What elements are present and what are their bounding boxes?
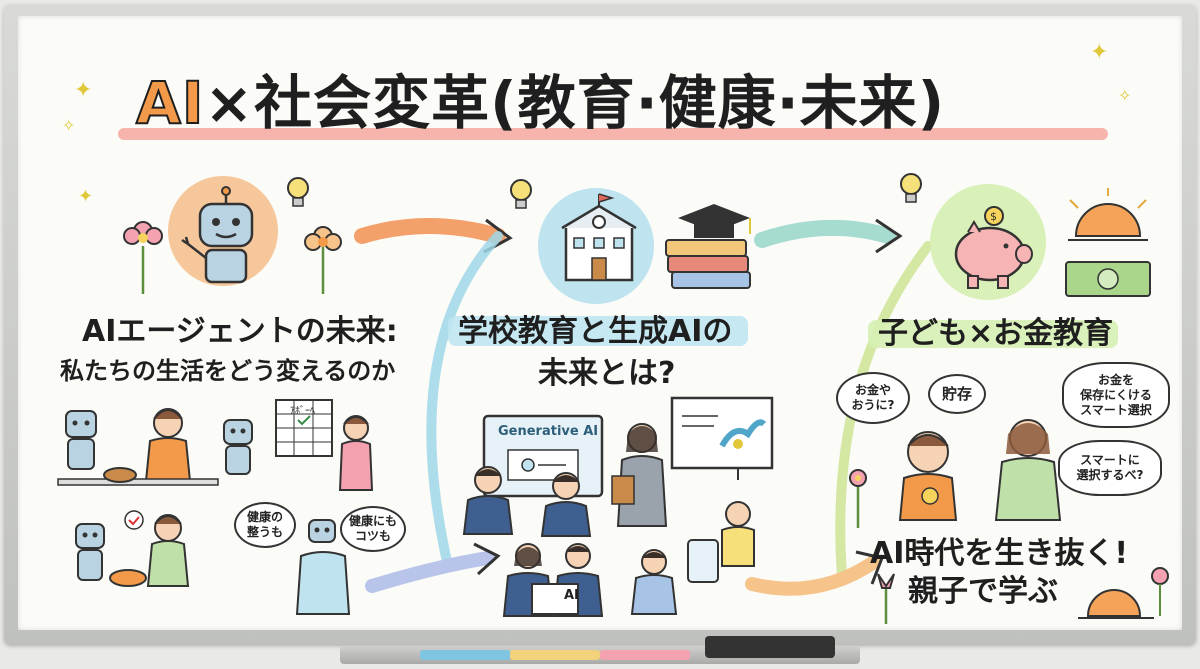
column2-heading-line2: 未来とは? — [538, 356, 676, 391]
flower-icon — [849, 469, 867, 528]
column2-heading-line1: 学校教育と生成AIの — [458, 314, 733, 349]
robot-icon — [181, 186, 254, 284]
footer-line2: 親子で学ぶ — [908, 574, 1058, 609]
whiteboard: ✦ ✧ ✦ ✧ ✦ AI×社会変革(教育·健康·未来) AIエージェントの未来:… — [18, 16, 1182, 630]
whiteboard-chart — [670, 396, 774, 480]
students-reading-scene — [502, 543, 604, 617]
sparkle-icon: ✦ — [78, 186, 94, 207]
column1-heading-line1: AIエージェントの未来: — [82, 314, 398, 349]
flower-icon — [123, 221, 163, 294]
page-title: AI×社会変革(教育·健康·未来) — [135, 68, 946, 138]
lightbulb-icon — [900, 173, 922, 203]
book-label: AI — [564, 588, 579, 603]
sun-icon — [1068, 188, 1148, 241]
heading-highlight-blue — [448, 316, 748, 346]
svg-text:$: $ — [990, 210, 997, 223]
piggy-bank-icon: $ — [954, 206, 1033, 289]
parent-child-scene — [898, 419, 1062, 521]
savings-bubble: 貯存 — [928, 374, 986, 414]
robot-schedule-scene — [223, 399, 374, 491]
footer-line1: AI時代を生き抜く! — [870, 536, 1129, 571]
schedule-label: ｱﾎﾞｰﾍ — [290, 406, 315, 417]
kid-question-bubble: お金や おうに? — [836, 372, 910, 424]
sparkle-icon: ✦ — [74, 78, 93, 103]
graduation-cap-icon — [678, 204, 751, 238]
teacher-scene — [611, 423, 668, 527]
students-scene — [462, 466, 592, 537]
flower-icon — [304, 226, 342, 294]
lightbulb-icon — [287, 177, 309, 207]
sparkle-icon: ✧ — [1118, 86, 1132, 105]
money-icon — [1065, 261, 1151, 297]
books-icon — [665, 204, 751, 289]
marker-pink[interactable] — [600, 650, 690, 660]
arrow-lower-blue — [365, 542, 501, 593]
robot-health-scene — [295, 519, 351, 615]
mom-bubble-top: お金を 保存にくける スマート選択 — [1062, 362, 1170, 428]
health-bubble-right: 健康にも コツも — [340, 506, 406, 552]
health-bubble-left: 健康の 整うも — [234, 502, 296, 548]
marker-blue[interactable] — [420, 650, 510, 660]
sun-icon — [1078, 567, 1169, 619]
school-icon — [561, 193, 637, 282]
mom-bubble-bottom: スマートに 選択するべ? — [1058, 440, 1162, 496]
flower-icon — [877, 573, 895, 624]
column1-heading-line2: 私たちの生活をどう変えるのか — [60, 357, 396, 385]
coin-icon: $ — [984, 206, 1004, 226]
arrow-teal — [754, 218, 903, 254]
sparkle-icon: ✦ — [1090, 40, 1109, 65]
screen-label: Generative AI — [498, 424, 599, 439]
lightbulb-icon — [510, 179, 532, 209]
column3-heading: 子ども×お金教育 — [878, 316, 1114, 351]
robot-kitchen-scene — [75, 510, 190, 587]
robot-cooking-scene — [57, 408, 219, 486]
whiteboard-eraser[interactable] — [705, 636, 835, 658]
title-underline — [118, 128, 1108, 140]
marker-yellow[interactable] — [510, 650, 600, 660]
heading-highlight-green — [868, 320, 1118, 348]
arrow-blue-curve — [426, 231, 503, 571]
kids-tablet-scene — [630, 501, 755, 615]
arrow-lower-orange — [745, 550, 885, 596]
sparkle-icon: ✧ — [62, 116, 76, 135]
